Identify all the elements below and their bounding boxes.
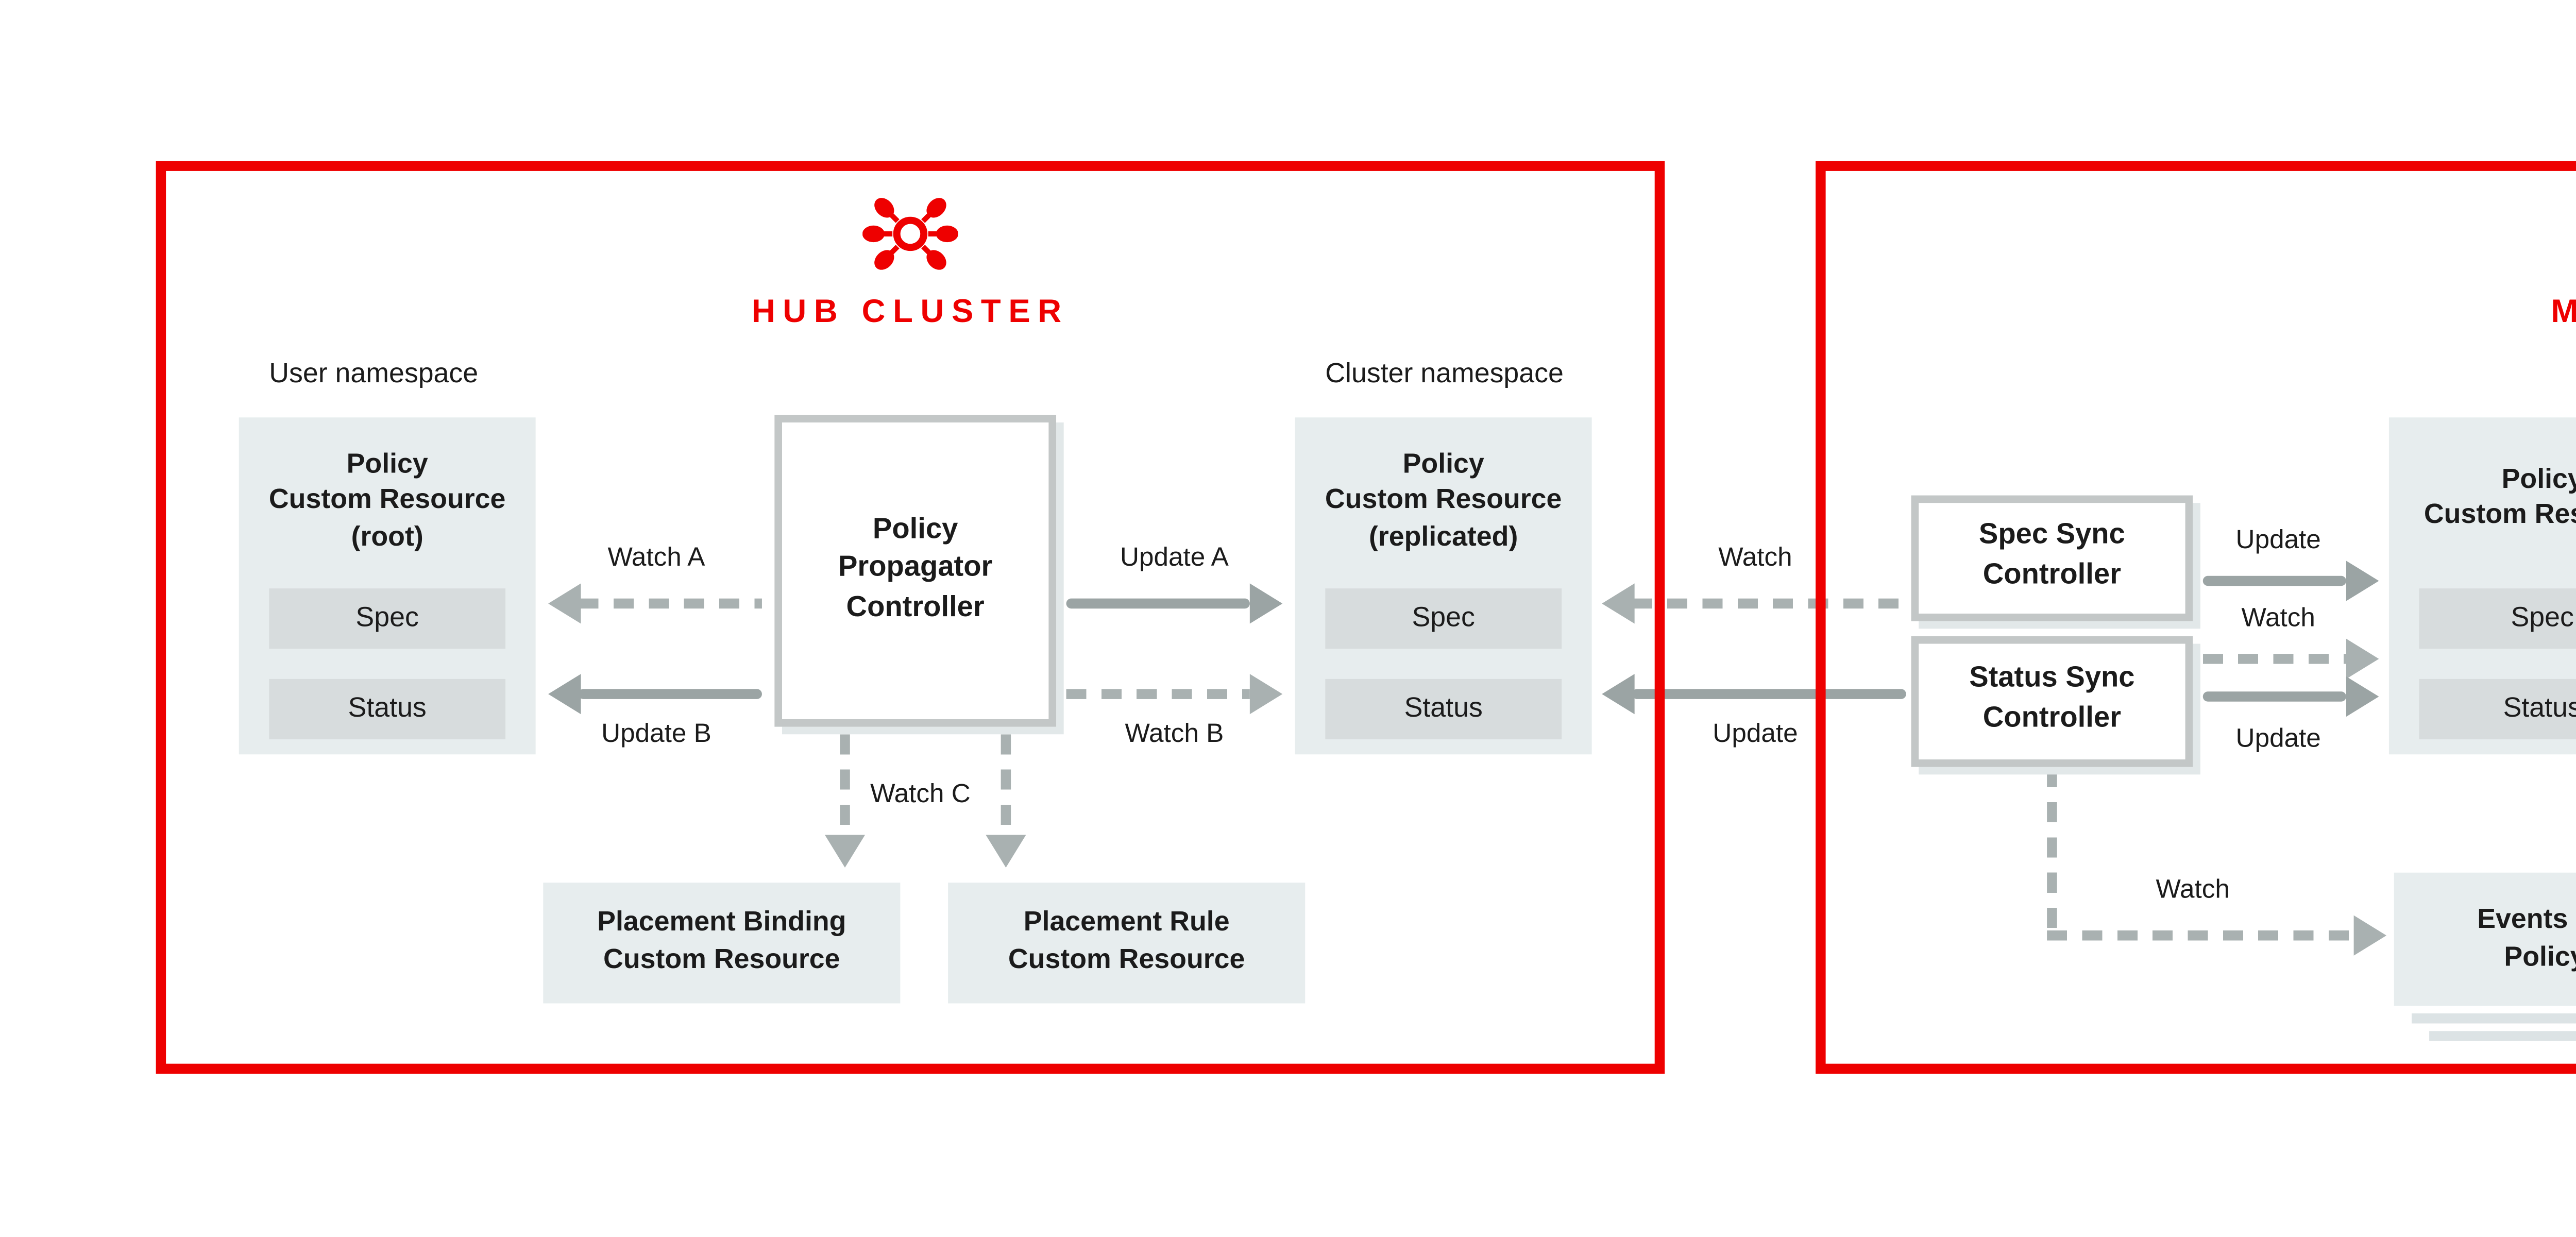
events-for-policy-box: Events for Policy — [2394, 872, 2576, 1006]
placement-rule-box: Placement Rule Custom Resource — [948, 883, 1306, 1004]
events-watch-arrowhead — [2353, 915, 2387, 956]
policy-cr-replicated-panel: Policy Custom Resource (replicated) Spec… — [1295, 417, 1592, 755]
update-b-arrow — [578, 689, 762, 699]
bridge-watch-arrow — [1632, 598, 1906, 609]
spec-sync-update-label: Update — [2235, 526, 2321, 556]
watch-b-arrow — [1066, 689, 1250, 699]
spec-sync-controller: Spec Sync Controller — [1911, 495, 2193, 621]
bridge-update-arrowhead — [1602, 674, 1635, 715]
status-sync-controller: Status Sync Controller — [1911, 636, 2193, 767]
policy-cr-managed-spec: Spec — [2419, 588, 2576, 649]
watch-c-arrowhead-right — [986, 835, 1026, 868]
events-echo-2 — [2429, 908, 2576, 1041]
policy-cr-root-title: Policy Custom Resource (root) — [268, 450, 506, 552]
policy-cr-root-status: Status — [269, 679, 506, 740]
policy-cr-managed-title: Policy Custom Resource — [2424, 465, 2576, 532]
events-watch-arrow-vertical — [2047, 767, 2057, 936]
spec-sync-update-arrow — [2202, 575, 2346, 586]
events-watch-label: Watch — [2156, 875, 2230, 906]
watch-a-arrow — [578, 598, 762, 609]
watch-a-label: Watch A — [607, 543, 705, 573]
watch-b-arrowhead — [1249, 674, 1283, 715]
managed-cluster-title: MANAGED CLUSTER — [2522, 292, 2576, 329]
update-b-arrowhead — [548, 674, 581, 715]
update-b-label: Update B — [601, 719, 711, 750]
watch-c-arrow-right — [1001, 734, 1011, 838]
managed-cluster-box — [1816, 161, 2576, 1074]
update-a-label: Update A — [1120, 543, 1229, 573]
watch-c-label: Watch C — [870, 780, 971, 810]
watch-c-arrow-left — [840, 734, 850, 838]
policy-cr-managed-status: Status — [2419, 679, 2576, 740]
events-watch-arrow-horizontal — [2047, 930, 2354, 941]
status-sync-update-arrow — [2202, 691, 2346, 702]
spec-sync-update-arrowhead — [2346, 561, 2379, 601]
placement-binding-box: Placement Binding Custom Resource — [543, 883, 901, 1004]
events-echo-1 — [2411, 890, 2576, 1024]
bridge-watch-arrowhead — [1602, 583, 1635, 624]
hub-cluster-box — [156, 161, 1665, 1074]
bridge-update-arrow — [1632, 689, 1906, 699]
bridge-watch-label: Watch — [1718, 543, 1792, 573]
bridge-update-label: Update — [1713, 719, 1798, 750]
watch-a-arrowhead — [548, 583, 581, 624]
policy-cr-root-spec: Spec — [269, 588, 506, 649]
status-sync-watch-arrow — [2202, 654, 2346, 664]
policy-cr-root-panel: Policy Custom Resource (root) Spec Statu… — [239, 417, 536, 755]
policy-cr-replicated-title: Policy Custom Resource (replicated) — [1325, 450, 1562, 552]
status-sync-update-arrowhead — [2346, 676, 2379, 717]
hub-cluster-title: HUB CLUSTER — [751, 292, 1069, 330]
cluster-namespace-label: Cluster namespace — [1325, 359, 1564, 390]
hub-network-icon — [862, 198, 958, 270]
policy-propagator-controller: Policy Propagator Controller — [774, 415, 1057, 727]
update-a-arrow — [1066, 598, 1250, 609]
update-a-arrowhead — [1249, 583, 1283, 624]
user-namespace-label: User namespace — [269, 359, 479, 390]
watch-c-arrowhead-left — [824, 835, 866, 868]
policy-cr-managed-panel: Policy Custom Resource Spec Status — [2388, 417, 2576, 755]
policy-cr-replicated-status: Status — [1325, 679, 1562, 740]
status-sync-watch-label: Watch — [2241, 603, 2315, 634]
status-sync-update-label: Update — [2235, 724, 2321, 755]
status-sync-watch-arrowhead — [2346, 638, 2379, 679]
policy-cr-replicated-spec: Spec — [1325, 588, 1562, 649]
watch-b-label: Watch B — [1125, 719, 1224, 750]
